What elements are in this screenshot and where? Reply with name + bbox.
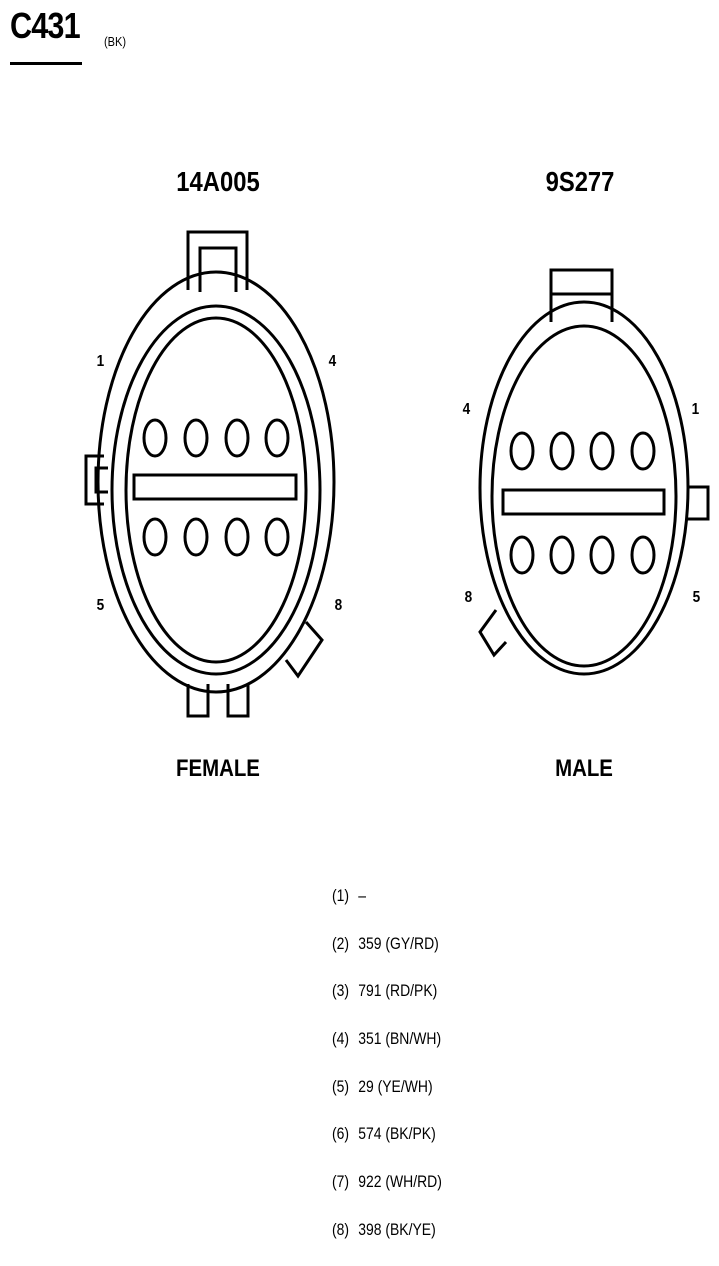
female-pin-label-5: 5: [96, 597, 105, 614]
pinout-legend: (1)– (2) 359 (GY/RD) (3) 791 (RD/PK) (4) 35…: [332, 884, 632, 1266]
female-part-number: 14A005: [176, 166, 260, 197]
pin-position: (1): [332, 886, 350, 905]
female-pin-cavities: [142, 418, 290, 557]
connector-color-code: (BK): [104, 34, 127, 49]
pin-position: (7): [332, 1172, 350, 1192]
circuit-label: 574 (BK/PK): [358, 1124, 436, 1144]
pinout-row: (6) 574 (BK/PK): [332, 1122, 578, 1170]
connector-title: C431: [10, 5, 81, 46]
male-pin-label-8: 8: [464, 589, 473, 606]
pin-position: (5): [332, 1076, 350, 1096]
circuit-label: 791 (RD/PK): [358, 981, 438, 1001]
female-pin-label-4: 4: [328, 353, 337, 370]
male-pin-label-4: 4: [462, 401, 471, 418]
circuit-label: 398 (BK/YE): [358, 1219, 436, 1239]
circuit-label: 359 (GY/RD): [358, 933, 439, 953]
female-gender-label: FEMALE: [176, 755, 260, 782]
pin-position: (6): [332, 1124, 350, 1144]
circuit-label: 351 (BN/WH): [358, 1029, 442, 1049]
pinout-row: (1)–: [332, 884, 578, 932]
title-underline: [10, 62, 82, 65]
pin-position: (4): [332, 1029, 350, 1049]
circuit-label: 29 (YE/WH): [358, 1076, 433, 1096]
circuit-label: 922 (WH/RD): [358, 1172, 442, 1192]
pinout-row: (5) 29 (YE/WH): [332, 1075, 578, 1123]
pinout-row: (7) 922 (WH/RD): [332, 1170, 578, 1218]
pinout-row: (4) 351 (BN/WH): [332, 1027, 578, 1075]
male-pin-label-1: 1: [691, 401, 700, 418]
pin-position: (8): [332, 1219, 350, 1239]
male-pin-label-5: 5: [692, 589, 701, 606]
female-pin-label-1: 1: [96, 353, 105, 370]
circuit-label: –: [358, 886, 367, 905]
pinout-row: (2) 359 (GY/RD): [332, 932, 578, 980]
pinout-row: (3) 791 (RD/PK): [332, 979, 578, 1027]
pinout-row: (8) 398 (BK/YE): [332, 1218, 578, 1266]
female-connector-face: [84, 230, 336, 718]
connector-diagram: [84, 230, 710, 718]
pin-position: (3): [332, 981, 350, 1001]
male-pin-cavities: [509, 431, 656, 575]
male-gender-label: MALE: [555, 755, 613, 782]
pin-position: (2): [332, 933, 350, 953]
male-part-number: 9S277: [545, 166, 615, 197]
male-connector-face: [478, 268, 710, 676]
female-pin-label-8: 8: [334, 597, 343, 614]
